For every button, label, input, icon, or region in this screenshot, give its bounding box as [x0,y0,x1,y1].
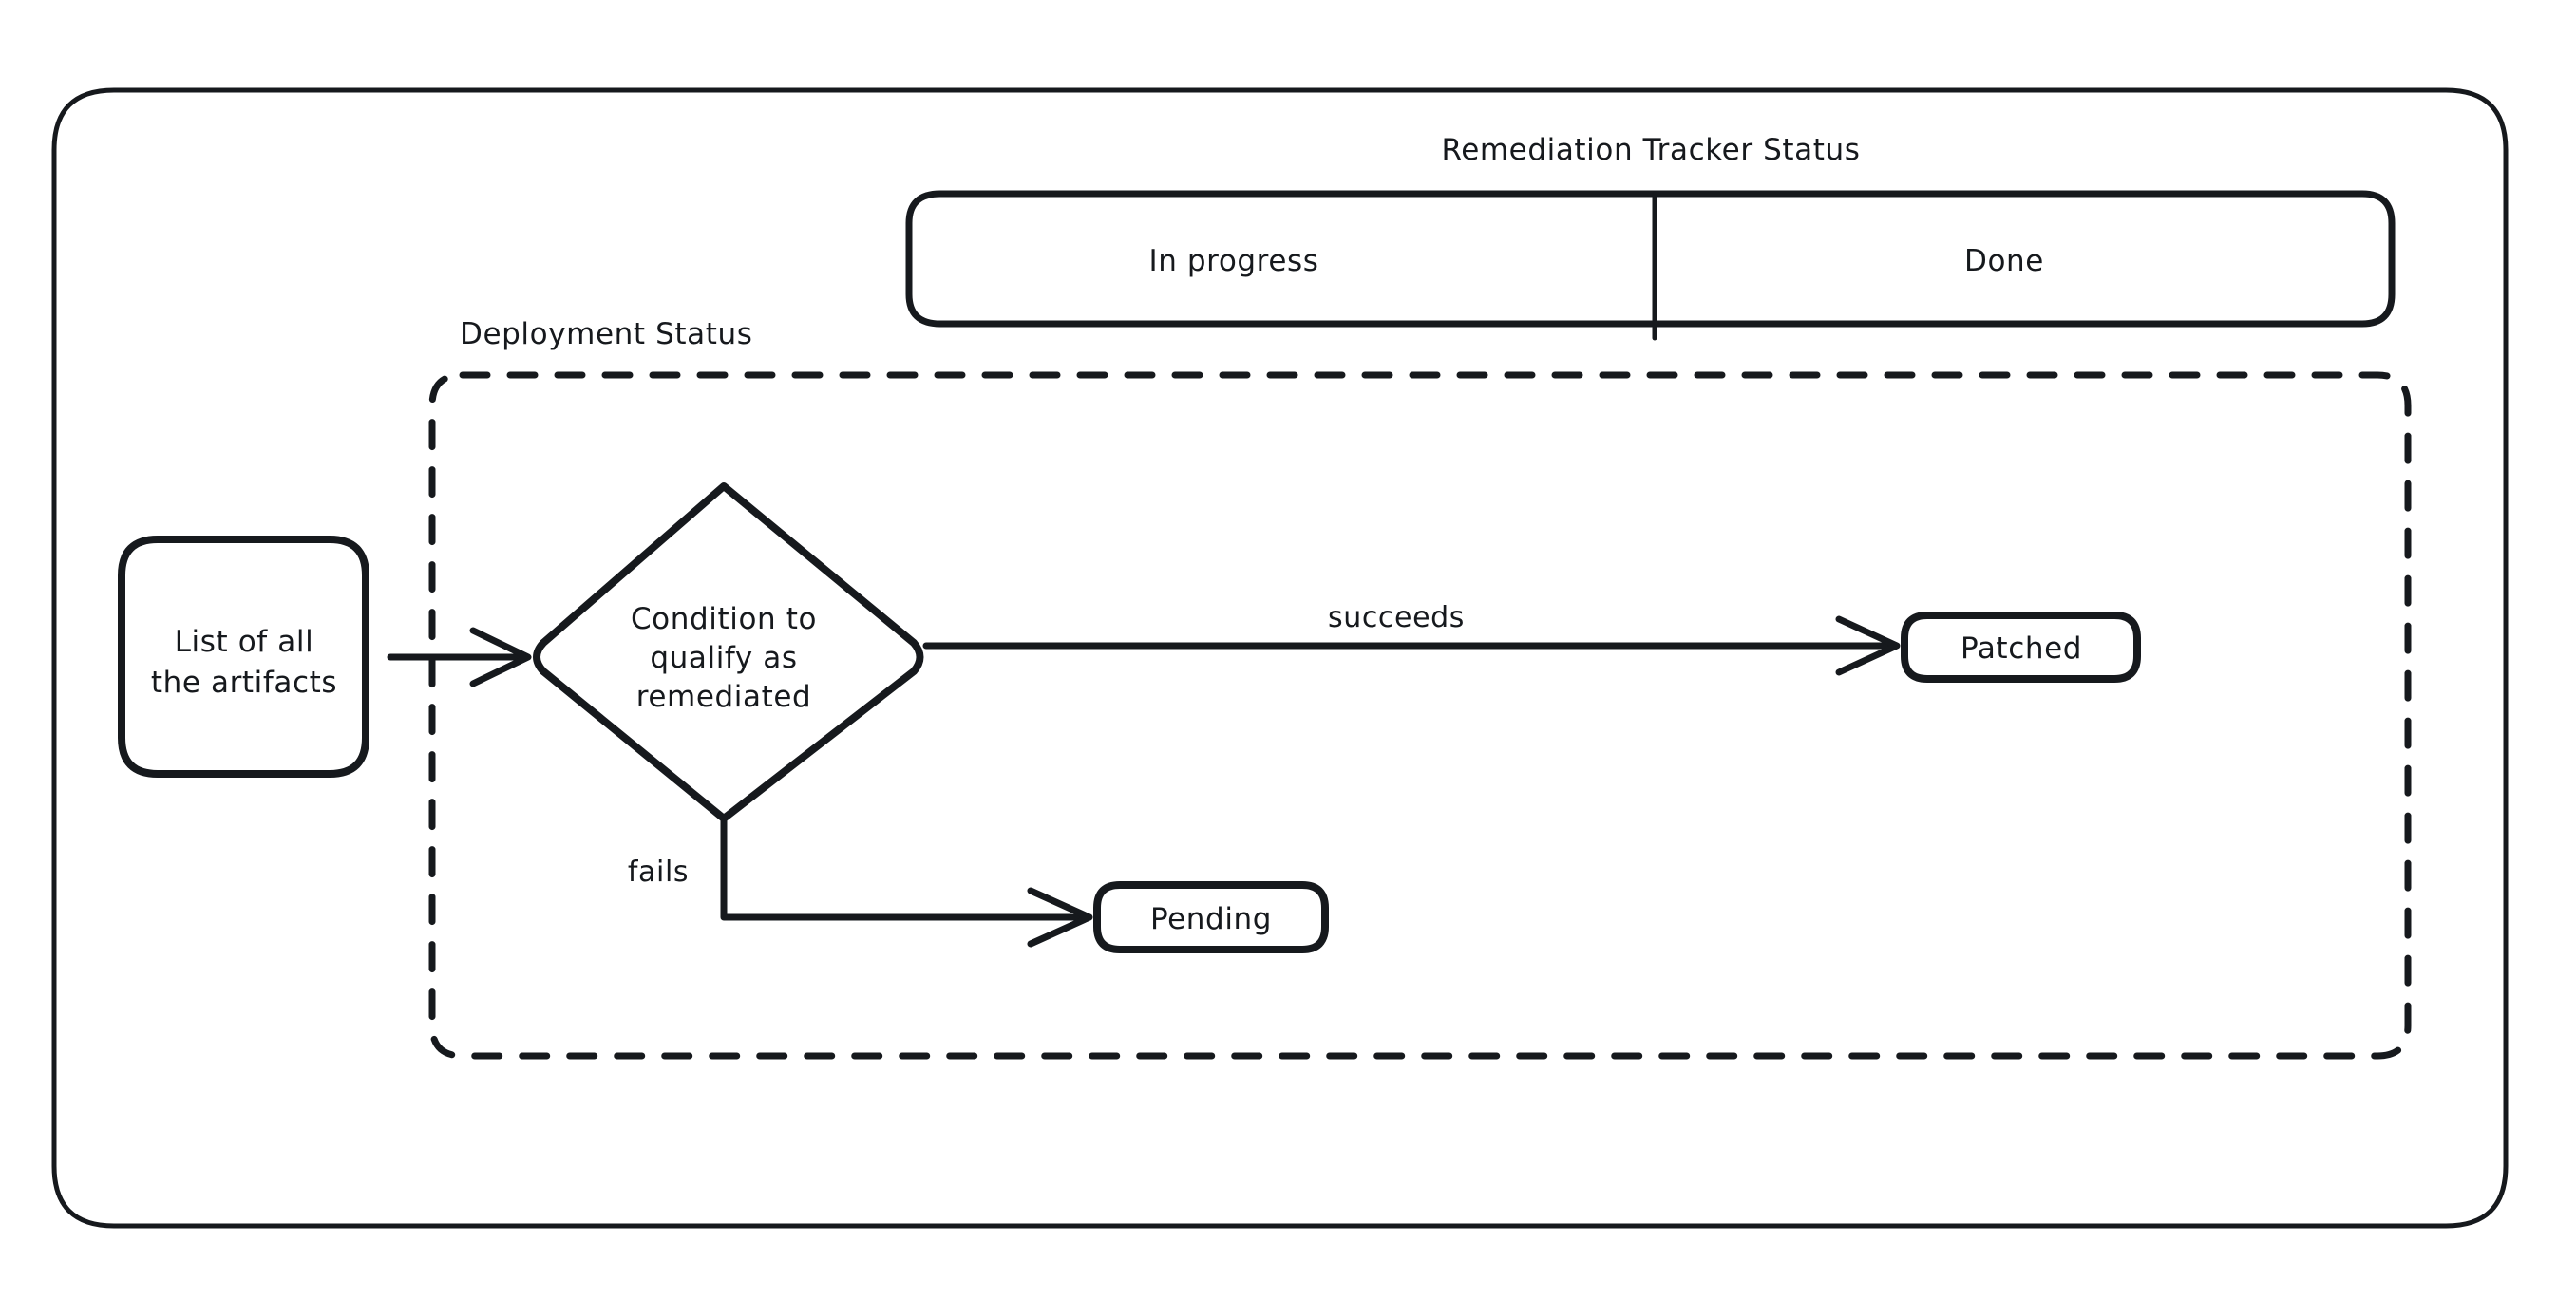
node-pending-label: Pending [1150,902,1272,936]
node-artifacts-label-line2: the artifacts [151,666,337,700]
edge-condition-to-pending-arrowhead [1027,887,1093,948]
lane-label-done: Done [1964,244,2044,278]
node-artifacts-shape[interactable] [118,536,369,778]
node-patched-label: Patched [1960,631,2082,666]
edge-condition-to-pending-line [720,815,1087,921]
node-pending-shape[interactable] [1093,881,1329,953]
swimlane-box [905,190,2396,328]
node-condition-label-line3: remediated [636,680,812,714]
node-condition-label-line1: Condition to [631,602,817,636]
deployment-status-group-box [428,371,2412,1060]
edge-label-fails: fails [628,856,689,889]
edge-label-succeeds: succeeds [1328,601,1465,634]
outer-container-frame [51,87,2509,1229]
lane-label-in-progress: In progress [1148,244,1318,278]
group-label-deployment-status: Deployment Status [460,317,752,351]
edge-condition-to-patched-arrowhead [1835,615,1901,676]
node-patched-shape[interactable] [1901,612,2141,683]
node-artifacts-label-line1: List of all [175,625,314,659]
node-condition-label-line2: qualify as [650,641,797,675]
swimlane-title: Remediation Tracker Status [1441,133,1860,167]
edge-artifacts-to-condition-arrowhead [469,627,532,687]
